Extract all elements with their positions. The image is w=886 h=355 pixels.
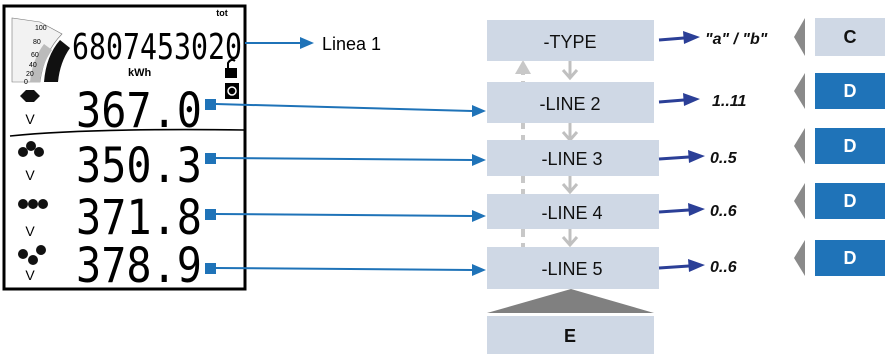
line-row-4: V 378.9 bbox=[18, 238, 202, 294]
menu-box-label: -LINE 4 bbox=[541, 203, 602, 223]
menu-box-label: -TYPE bbox=[543, 32, 596, 52]
key-label: D bbox=[844, 248, 857, 268]
counter-unit: kWh bbox=[128, 67, 152, 79]
arrow-head-icon bbox=[472, 105, 486, 117]
menu-box-label: -LINE 5 bbox=[541, 259, 602, 279]
phase-symbol-icon bbox=[20, 90, 40, 102]
arrow-head-icon bbox=[688, 259, 705, 272]
voltage-symbol: V bbox=[25, 267, 35, 283]
menu-box-type: -TYPE bbox=[487, 20, 654, 61]
menu-box-line2: -LINE 2 bbox=[487, 82, 654, 123]
menu-box-line5: -LINE 5 bbox=[487, 247, 659, 289]
key-label: C bbox=[844, 27, 857, 47]
menu-box-label: -LINE 3 bbox=[541, 149, 602, 169]
voltage-symbol: V bbox=[25, 111, 35, 127]
chevron-down-icon bbox=[561, 229, 579, 248]
arrow-head-icon bbox=[683, 31, 700, 44]
range-column: "a" / "b" 1..11 0..5 0..6 0..6 bbox=[658, 31, 768, 276]
hand-icon bbox=[225, 83, 239, 99]
range-label: 0..5 bbox=[710, 150, 738, 167]
menu-boxes: -TYPE -LINE 2 -LINE 3 -LINE 4 -LINE 5 bbox=[487, 20, 659, 289]
menu-box-line4: -LINE 4 bbox=[487, 194, 659, 229]
range-row: 0..5 bbox=[658, 150, 738, 167]
line-row-3: V 371.8 bbox=[18, 190, 202, 246]
range-row: 0..6 bbox=[658, 203, 737, 220]
triangle-left-icon bbox=[794, 128, 805, 164]
connector-square bbox=[205, 209, 216, 220]
arrow-head-icon bbox=[688, 150, 705, 163]
key-d: D bbox=[794, 183, 885, 219]
line-value: 350.3 bbox=[76, 138, 202, 194]
key-e: E bbox=[487, 289, 654, 354]
phase-l3-l1-icon bbox=[18, 245, 46, 265]
connector-square bbox=[205, 263, 216, 274]
line-value: 378.9 bbox=[76, 238, 202, 294]
arrow-up-icon bbox=[515, 60, 531, 74]
gauge-tick: 100 bbox=[35, 25, 47, 32]
chevron-down-icon bbox=[561, 61, 579, 81]
range-row: 0..6 bbox=[658, 259, 737, 276]
key-c: C bbox=[794, 18, 885, 56]
range-label: 1..11 bbox=[712, 93, 747, 110]
power-gauge-icon: 100 80 60 40 20 0 bbox=[11, 17, 70, 86]
arrow-head-icon bbox=[472, 154, 486, 166]
triangle-left-icon bbox=[794, 240, 805, 276]
range-row: 1..11 bbox=[658, 93, 747, 110]
linea1-callout: Linea 1 bbox=[245, 34, 381, 54]
key-d: D bbox=[794, 128, 885, 164]
linea1-label: Linea 1 bbox=[322, 34, 381, 54]
phase-l2-l3-icon bbox=[18, 199, 48, 209]
unlock-icon bbox=[225, 58, 237, 78]
arrow-head-icon bbox=[472, 264, 486, 276]
key-label: D bbox=[844, 136, 857, 156]
key-label: D bbox=[844, 191, 857, 211]
energy-counter: 6807453020 bbox=[72, 27, 242, 68]
key-label: D bbox=[844, 81, 857, 101]
arrow-head-icon bbox=[300, 37, 314, 49]
gauge-tick: 40 bbox=[29, 62, 37, 69]
triangle-left-icon bbox=[794, 18, 805, 56]
separator-line bbox=[9, 128, 245, 137]
line-row-2: V 350.3 bbox=[18, 138, 202, 194]
arrow-head-icon bbox=[472, 210, 486, 222]
display-connectors bbox=[205, 99, 486, 276]
gauge-tick: 80 bbox=[33, 39, 41, 46]
counter-tag: tot bbox=[216, 8, 228, 18]
triangle-left-icon bbox=[794, 183, 805, 219]
connector-square bbox=[205, 99, 216, 110]
triangle-up-icon bbox=[487, 289, 654, 313]
voltage-symbol: V bbox=[25, 223, 35, 239]
arrow-head-icon bbox=[688, 203, 705, 216]
range-row: "a" / "b" bbox=[658, 31, 768, 48]
voltage-symbol: V bbox=[25, 167, 35, 183]
triangle-left-icon bbox=[794, 73, 805, 109]
connector-square bbox=[205, 153, 216, 164]
gauge-tick: 60 bbox=[31, 52, 39, 59]
gauge-tick: 0 bbox=[24, 79, 28, 86]
phase-l1-l2-icon bbox=[18, 141, 44, 157]
lcd-display: 100 80 60 40 20 0 tot 6807453020 kWh V 3… bbox=[2, 4, 247, 294]
range-label: 0..6 bbox=[710, 203, 737, 220]
range-label: 0..6 bbox=[710, 259, 737, 276]
key-label: E bbox=[564, 326, 576, 346]
chevron-down-icon bbox=[561, 123, 579, 143]
range-label: "a" / "b" bbox=[705, 31, 768, 48]
arrow-head-icon bbox=[683, 93, 700, 106]
chevron-down-icon bbox=[561, 176, 579, 195]
key-d: D bbox=[794, 240, 885, 276]
gauge-tick: 20 bbox=[26, 71, 34, 78]
key-column: C D D D D bbox=[794, 18, 885, 276]
line-value: 371.8 bbox=[76, 190, 202, 246]
menu-box-label: -LINE 2 bbox=[539, 94, 600, 114]
key-d: D bbox=[794, 73, 885, 109]
menu-box-line3: -LINE 3 bbox=[487, 140, 659, 176]
